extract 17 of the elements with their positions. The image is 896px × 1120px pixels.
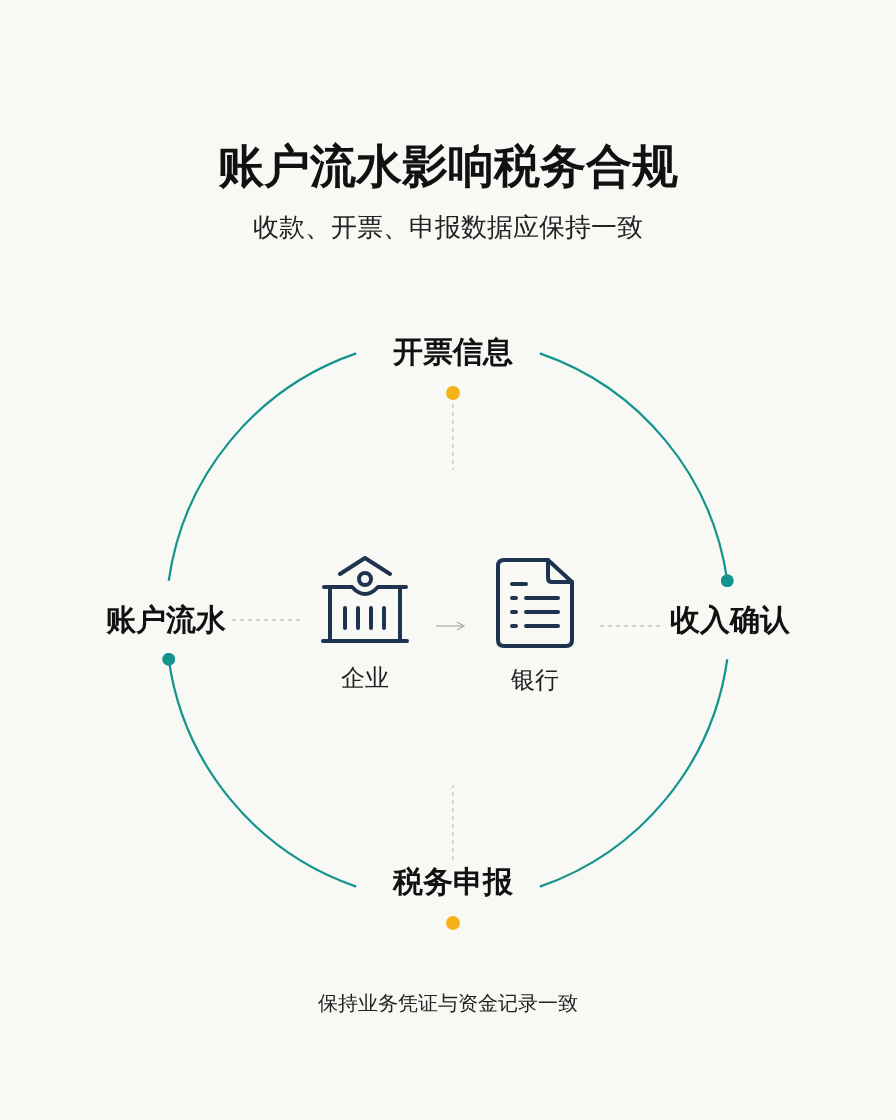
stage-label: 账户流水 — [106, 601, 226, 639]
cycle-arc — [539, 659, 729, 888]
subtitle: 收款、开票、申报数据应保持一致 — [253, 211, 643, 244]
dashed-connector — [452, 784, 454, 861]
stage-label: 税务申报 — [393, 863, 513, 901]
icon-label: 银行 — [511, 665, 559, 696]
caption: 保持业务凭证与资金记录一致 — [318, 990, 578, 1017]
title: 账户流水影响税务合规 — [218, 138, 678, 195]
arrow — [435, 621, 465, 631]
cycle-arc — [162, 652, 357, 888]
icon-label: 企业 — [341, 663, 389, 694]
dashed-connector — [231, 619, 301, 621]
stage-label: 收入确认 — [670, 601, 790, 639]
cycle-arc — [539, 352, 734, 588]
stage-label: 开票信息 — [393, 333, 513, 371]
dashed-connector — [452, 403, 454, 471]
cycle-arc — [167, 352, 357, 581]
